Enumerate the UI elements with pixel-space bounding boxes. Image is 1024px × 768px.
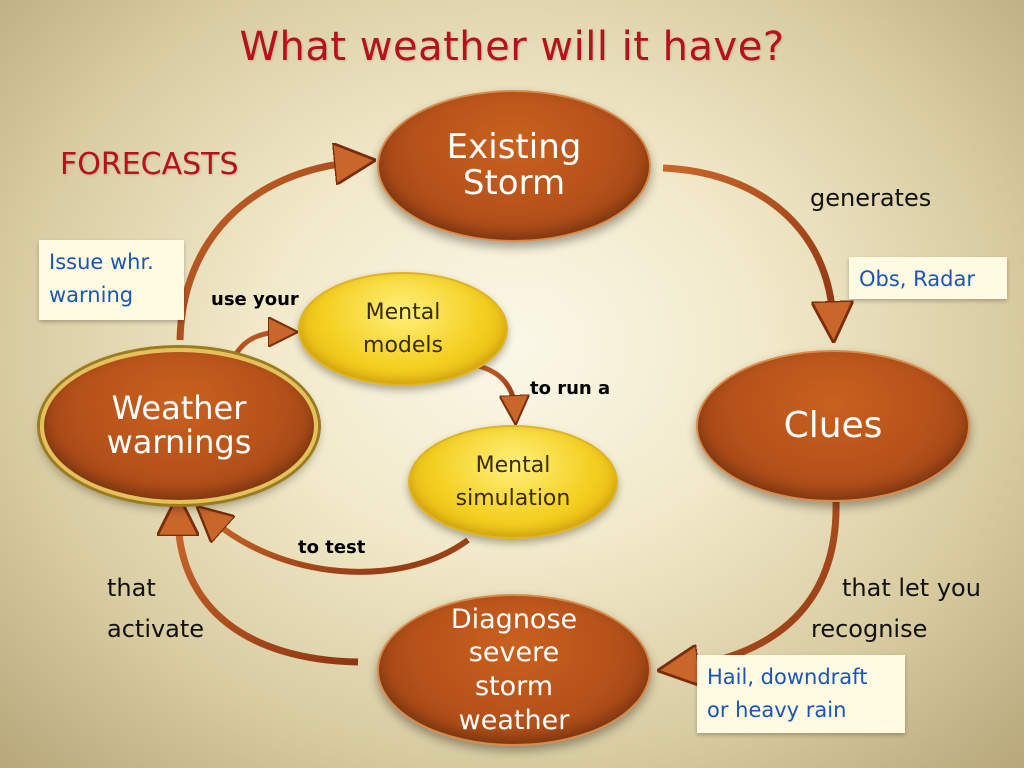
node-mental-models-label: Mental models [363, 300, 443, 358]
node-weather-warnings-label: Weather warnings [106, 389, 252, 461]
label-that-let-you: that let you [842, 574, 981, 602]
arrow-warnings-to-storm [176, 162, 355, 341]
label-use-your: use your [211, 289, 299, 310]
page-title: What weather will it have? [239, 24, 785, 70]
arrow-diagnose-to-warnings [178, 515, 359, 666]
box-hail: Hail, downdraft or heavy rain [697, 655, 905, 733]
box-obs-radar: Obs, Radar [849, 257, 1007, 299]
label-to-test: to test [298, 537, 366, 558]
node-mental-models: Mental models [298, 272, 508, 386]
node-clues: Clues [696, 350, 970, 502]
arrow-simulation-to-warnings [210, 518, 470, 575]
node-clues-label: Clues [783, 405, 883, 447]
arrow-models-to-simulation [477, 363, 515, 410]
node-diagnose: Diagnose severe storm weather [377, 594, 651, 746]
box-issue-warning-text: Issue whr. warning [49, 250, 154, 307]
box-issue-warning: Issue whr. warning [39, 240, 184, 320]
label-generates: generates [810, 184, 932, 212]
node-diagnose-label: Diagnose severe storm weather [450, 603, 578, 736]
node-mental-simulation-label: Mental simulation [455, 453, 571, 511]
node-existing-storm: Existing Storm [377, 90, 651, 242]
node-existing-storm-label: Existing Storm [446, 127, 582, 203]
node-mental-simulation: Mental simulation [408, 425, 618, 539]
box-obs-radar-text: Obs, Radar [859, 267, 975, 291]
box-hail-text: Hail, downdraft or heavy rain [707, 665, 868, 722]
arrow-warnings-to-models [233, 332, 283, 356]
label-recognise: recognise [811, 615, 928, 643]
arrow-storm-to-clues [662, 164, 833, 322]
label-to-run-a: to run a [530, 378, 611, 399]
label-that: that [107, 574, 156, 602]
node-weather-warnings: Weather warnings [40, 348, 318, 504]
label-activate: activate [107, 615, 205, 643]
forecasts-label: FORECASTS [60, 147, 239, 182]
